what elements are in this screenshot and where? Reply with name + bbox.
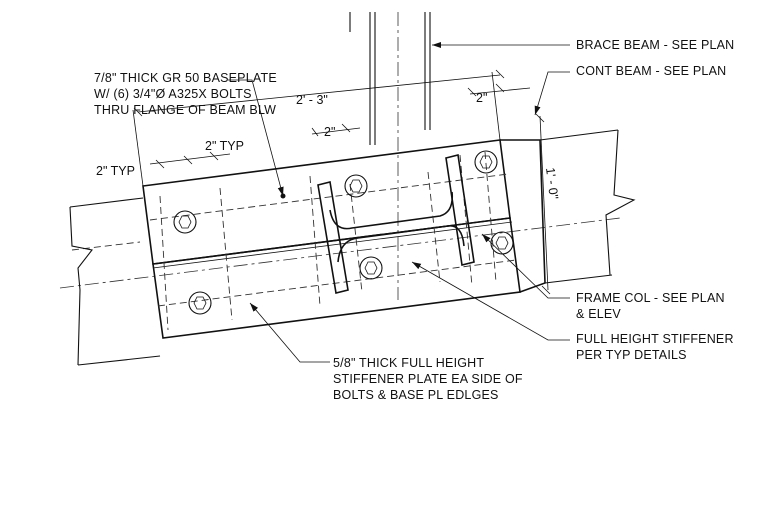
- dim-depth: 1' - 0": [543, 167, 561, 200]
- stiffener-plate-note-line-3: BOLTS & BASE PL EDLGES: [333, 388, 499, 402]
- bolt: [188, 291, 212, 315]
- dim-overall-width: 2' - 3": [296, 93, 328, 107]
- baseplate-note-line-2: W/ (6) 3/4"Ø A325X BOLTS: [94, 87, 252, 101]
- bolt: [173, 210, 197, 234]
- break-lines: [69, 129, 636, 366]
- bolt: [474, 150, 498, 174]
- bolt: [344, 174, 368, 198]
- bolt: [490, 231, 514, 255]
- bolt: [359, 256, 383, 280]
- baseplate-note-line-1: 7/8" THICK GR 50 BASEPLATE: [94, 71, 277, 85]
- dim-left-typ-a: 2" TYP: [96, 164, 135, 178]
- cont-beam: [59, 129, 621, 366]
- dim-left-typ-b: 2" TYP: [205, 139, 244, 153]
- frame-col-note: FRAME COL - SEE PLAN & ELEV: [576, 291, 725, 321]
- frame-column: [317, 154, 475, 294]
- frame-col-note-line-1: FRAME COL - SEE PLAN: [576, 291, 725, 305]
- frame-col-note-line-2: & ELEV: [576, 307, 621, 321]
- cont-beam-note: CONT BEAM - SEE PLAN: [576, 64, 726, 78]
- brace-beam-note: BRACE BEAM - SEE PLAN: [576, 38, 734, 52]
- stiffener-note: FULL HEIGHT STIFFENER PER TYP DETAILS: [576, 332, 734, 362]
- stiffener-plate-note: 5/8" THICK FULL HEIGHT STIFFENER PLATE E…: [333, 356, 523, 402]
- dimension-lines: [132, 69, 551, 295]
- baseplate-note: 7/8" THICK GR 50 BASEPLATE W/ (6) 3/4"Ø …: [94, 71, 277, 117]
- brace-beam: [349, 12, 431, 300]
- dim-col-edge: 2": [324, 125, 335, 139]
- baseplate-note-line-3: THRU FLANGE OF BEAM BLW: [94, 103, 276, 117]
- stiffener-plate-note-line-1: 5/8" THICK FULL HEIGHT: [333, 356, 484, 370]
- bolt-group: [173, 150, 514, 315]
- stiffener-plate-note-line-2: STIFFENER PLATE EA SIDE OF: [333, 372, 523, 386]
- leader-lines: [228, 42, 570, 363]
- stiffener-note-line-2: PER TYP DETAILS: [576, 348, 687, 362]
- dim-right-edge: 2": [476, 91, 487, 105]
- stiffener-note-line-1: FULL HEIGHT STIFFENER: [576, 332, 734, 346]
